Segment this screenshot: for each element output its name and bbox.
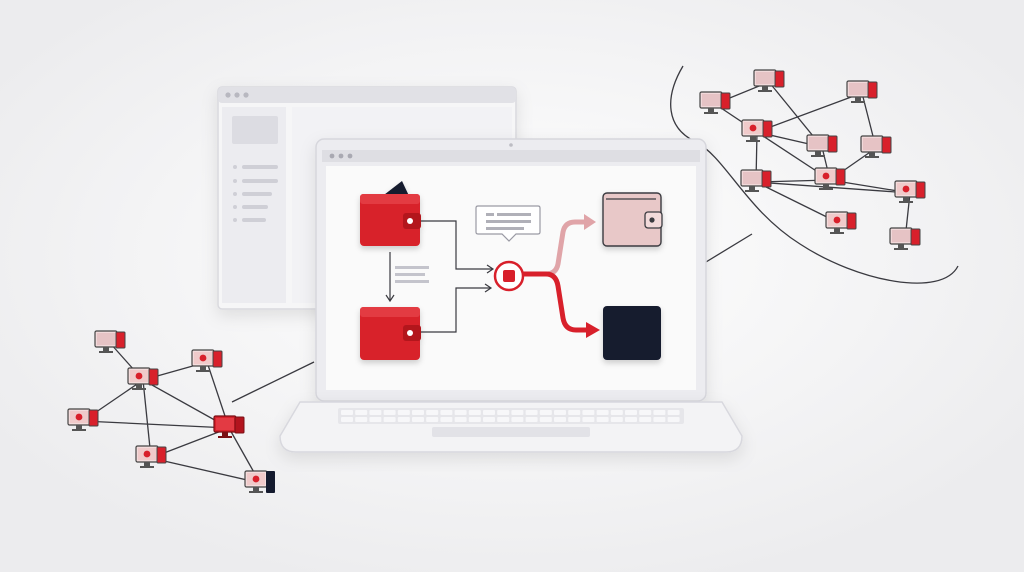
keyboard-key xyxy=(511,410,524,415)
arrowhead-icon xyxy=(484,283,493,293)
keyboard-key xyxy=(525,417,538,422)
wallet-source-bottom xyxy=(360,307,421,360)
keyboard-key xyxy=(497,417,510,422)
keyboard-key xyxy=(525,410,538,415)
network-link xyxy=(755,181,911,194)
flow-connectors xyxy=(385,220,495,333)
keyboard-key xyxy=(341,410,353,415)
edge-top-wallet-to-mixer xyxy=(420,220,492,270)
keyboard-key xyxy=(355,410,368,415)
keyboard-key xyxy=(383,410,396,415)
keyboard-key xyxy=(397,417,410,422)
keyboard-key xyxy=(554,410,566,415)
transfer-flow-diagram xyxy=(360,181,663,360)
laptop xyxy=(279,138,743,453)
network-link xyxy=(82,420,230,429)
keyboard-key xyxy=(596,417,609,422)
sidebar-lines xyxy=(233,165,278,222)
wallet-destination xyxy=(602,192,663,247)
window-dot-icon xyxy=(225,92,231,98)
text-lines-icon xyxy=(395,266,429,283)
keyboard-key xyxy=(412,417,424,422)
arrowhead-icon xyxy=(385,294,395,303)
keyboard-key xyxy=(625,410,637,415)
window-dot-icon xyxy=(234,92,240,98)
trackpad xyxy=(432,427,590,437)
keyboard-key xyxy=(625,417,637,422)
keyboard-key xyxy=(610,410,623,415)
keyboard-key xyxy=(355,417,368,422)
keyboard-key xyxy=(568,410,581,415)
keyboard-key xyxy=(596,410,609,415)
edge-bottom-wallet-to-mixer xyxy=(420,287,490,333)
window-dot-icon xyxy=(338,153,344,159)
sidebar-image-placeholder xyxy=(232,116,278,144)
keyboard-key xyxy=(497,410,510,415)
keyboard-key xyxy=(483,417,495,422)
keyboard-key xyxy=(454,417,467,422)
dark-destination-block xyxy=(603,306,661,360)
window-dot-icon xyxy=(347,153,353,159)
red-arrow-to-dark-block xyxy=(507,271,600,338)
keyboard-key xyxy=(483,410,495,415)
wallet-source-top xyxy=(360,181,421,246)
speech-bubble-icon xyxy=(475,205,541,242)
keyboard-key xyxy=(341,417,353,422)
network-link xyxy=(756,92,863,133)
keyboard-key xyxy=(369,417,382,422)
network-connector-curves xyxy=(231,65,959,403)
keyboard-key xyxy=(568,417,581,422)
keyboard-key xyxy=(426,417,439,422)
arrowhead-icon xyxy=(486,264,495,274)
keyboard-key xyxy=(554,417,566,422)
keyboard-key xyxy=(539,417,552,422)
keyboard-key xyxy=(369,410,382,415)
keyboard-key xyxy=(412,410,424,415)
keyboard-key xyxy=(511,417,524,422)
keyboard xyxy=(338,408,684,424)
keyboard-key xyxy=(582,410,595,415)
mixer-node-icon xyxy=(493,260,525,292)
keyboard-key xyxy=(539,410,552,415)
window-dot-icon xyxy=(243,92,249,98)
keyboard-key xyxy=(397,410,410,415)
network-link xyxy=(150,457,261,484)
keyboard-key xyxy=(653,417,666,422)
keyboard-key xyxy=(610,417,623,422)
keyboard-key xyxy=(667,417,680,422)
network-link xyxy=(142,379,152,459)
keyboard-key xyxy=(440,410,453,415)
keyboard-key xyxy=(468,417,481,422)
keyboard-key xyxy=(667,410,680,415)
keyboard-key xyxy=(468,410,481,415)
keyboard-key xyxy=(639,417,652,422)
keyboard-key xyxy=(582,417,595,422)
keyboard-key xyxy=(426,410,439,415)
keyboard-key xyxy=(383,417,396,422)
keyboard-key xyxy=(440,417,453,422)
keyboard-key xyxy=(454,410,467,415)
keyboard-key xyxy=(639,410,652,415)
camera-icon xyxy=(509,143,513,147)
window-dot-icon xyxy=(329,153,335,159)
keyboard-key xyxy=(653,410,666,415)
